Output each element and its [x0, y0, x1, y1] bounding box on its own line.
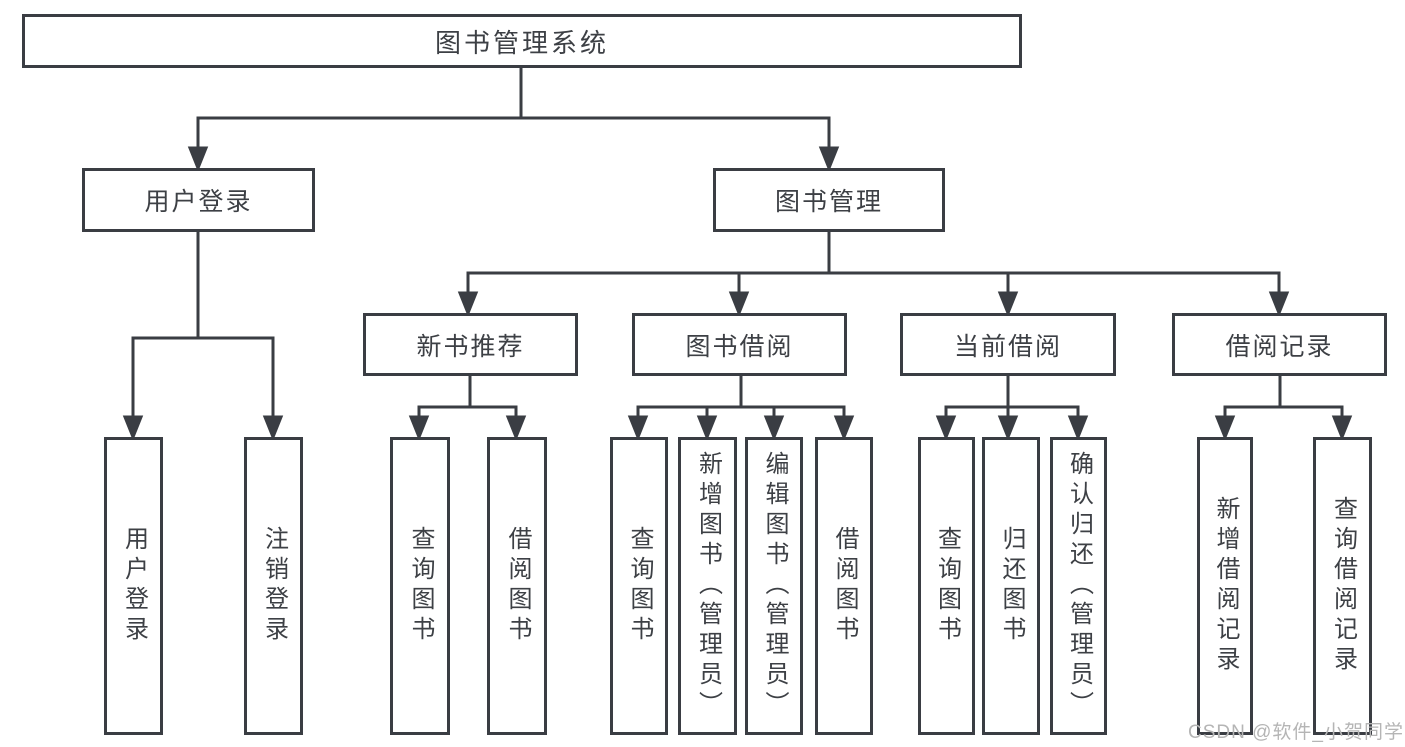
node-user-login: 用户登录	[82, 168, 315, 232]
node-label: 新增借阅记录	[1212, 496, 1239, 676]
node-label: 编辑图书（管理员）	[761, 451, 788, 721]
leaf-query-books: 查询图书	[390, 437, 450, 735]
node-book-management: 图书管理	[713, 168, 945, 232]
node-label: 用户登录	[144, 188, 253, 216]
leaf-user-login: 用户登录	[104, 437, 163, 735]
leaf-borrow-books-2: 借阅图书	[815, 437, 873, 735]
leaf-logout: 注销登录	[244, 437, 303, 735]
node-label: 确认归还（管理员）	[1065, 451, 1093, 721]
leaf-add-borrow-record: 新增借阅记录	[1197, 437, 1253, 735]
node-label: 查询借阅记录	[1329, 496, 1357, 676]
node-label: 借阅记录	[1225, 332, 1334, 361]
node-library-management-system: 图书管理系统	[22, 14, 1022, 68]
node-label: 新书推荐	[416, 332, 525, 361]
node-label: 归还图书	[998, 526, 1025, 646]
leaf-edit-books-admin: 编辑图书（管理员）	[745, 437, 803, 735]
leaf-query-books-3: 查询图书	[918, 437, 975, 735]
node-label: 注销登录	[260, 526, 288, 646]
node-label: 图书管理系统	[434, 27, 609, 58]
node-label: 查询图书	[933, 526, 961, 646]
node-label: 图书管理	[774, 188, 883, 216]
leaf-borrow-books: 借阅图书	[487, 437, 547, 735]
leaf-confirm-return-admin: 确认归还（管理员）	[1050, 437, 1107, 735]
node-label: 借阅图书	[504, 526, 531, 646]
node-label: 用户登录	[120, 526, 148, 646]
csdn-watermark: CSDN @软件_小贺同学	[1188, 722, 1404, 743]
leaf-return-books: 归还图书	[982, 437, 1040, 735]
node-label: 借阅图书	[831, 526, 858, 646]
node-book-borrowing: 图书借阅	[632, 313, 847, 376]
node-new-book-recommendation: 新书推荐	[363, 313, 578, 376]
node-label: 查询图书	[626, 526, 653, 646]
leaf-query-books-2: 查询图书	[610, 437, 668, 735]
leaf-add-books-admin: 新增图书（管理员）	[678, 437, 737, 735]
node-borrowing-records: 借阅记录	[1172, 313, 1387, 376]
node-label: 查询图书	[407, 526, 434, 646]
leaf-query-borrow-record: 查询借阅记录	[1313, 437, 1372, 735]
node-current-borrowing: 当前借阅	[900, 313, 1116, 376]
node-label: 新增图书（管理员）	[694, 451, 722, 721]
node-label: 图书借阅	[685, 332, 794, 361]
node-label: 当前借阅	[953, 332, 1062, 361]
